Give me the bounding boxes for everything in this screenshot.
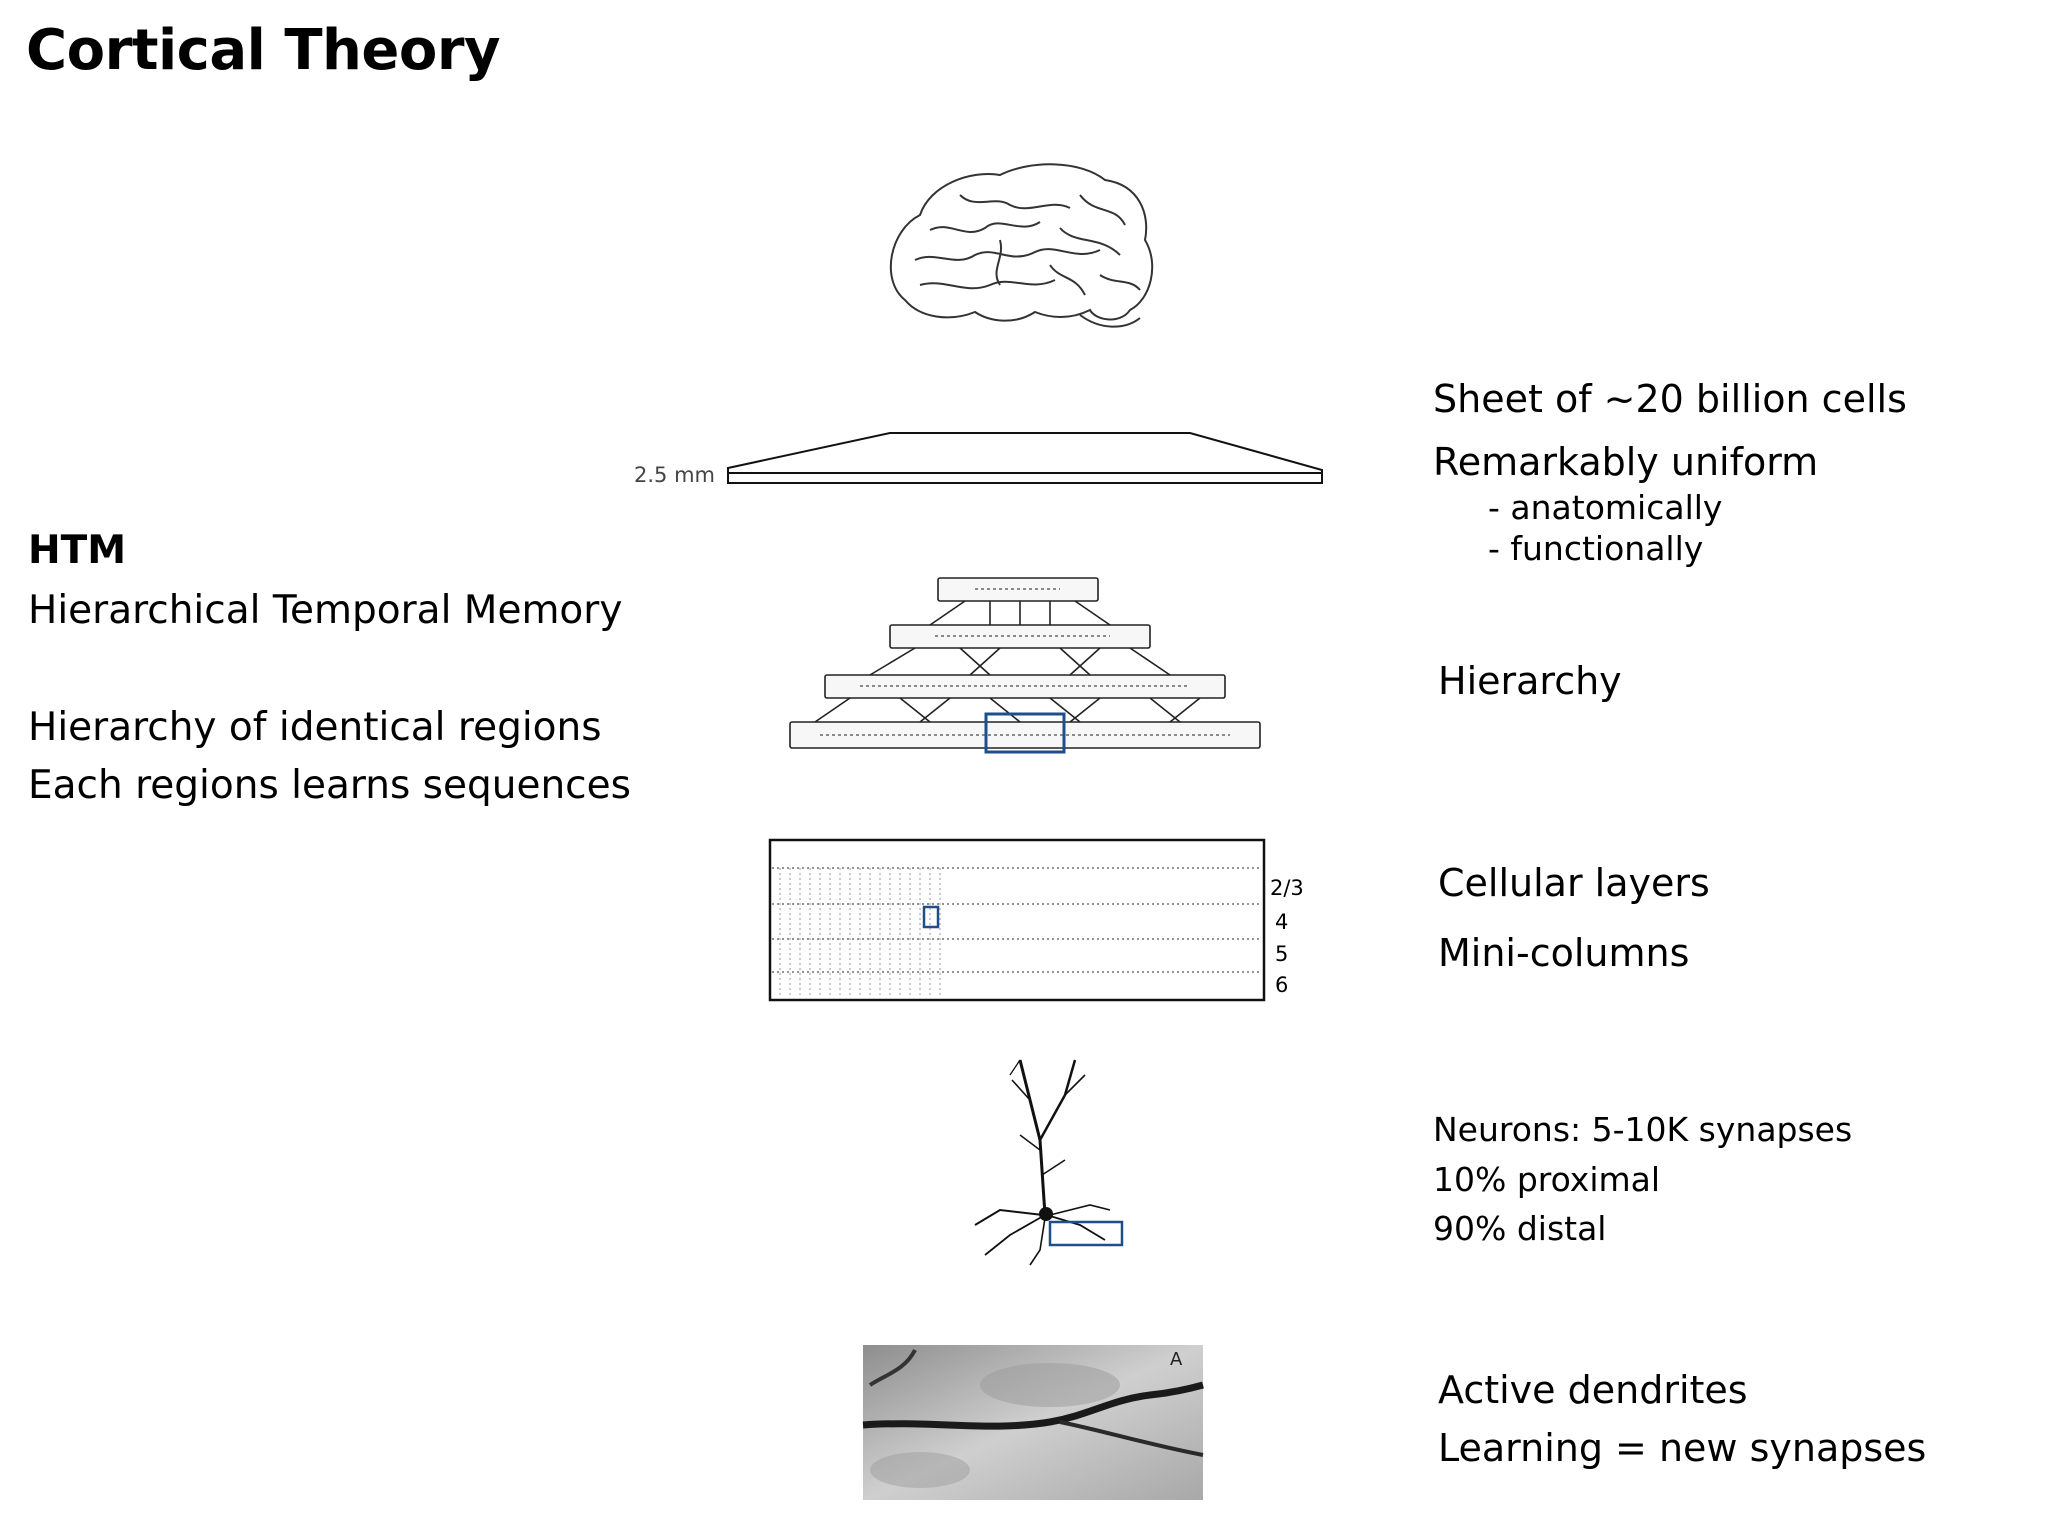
layer-label-6: 6	[1275, 973, 1289, 997]
cellular-layers-caption: Cellular layers	[1438, 861, 1710, 905]
htm-expansion: Hierarchical Temporal Memory	[28, 588, 623, 633]
brain-icon	[889, 163, 1154, 328]
neuron-proximal: 10% proximal	[1433, 1160, 1661, 1199]
hierarchy-highlight-box	[984, 712, 1066, 754]
layer-label-2-3: 2/3	[1270, 876, 1304, 900]
uniform-functionally: - functionally	[1488, 529, 1704, 568]
uniform-anatomically: - anatomically	[1488, 488, 1723, 527]
active-dendrites-caption: Active dendrites	[1438, 1368, 1748, 1412]
left-line-sequences: Each regions learns sequences	[28, 763, 631, 808]
neuron-distal: 90% distal	[1433, 1209, 1607, 1248]
layer-label-4: 4	[1275, 910, 1289, 934]
mini-columns-caption: Mini-columns	[1438, 931, 1690, 975]
sheet-caption: Sheet of ~20 billion cells	[1433, 377, 1907, 421]
htm-heading: HTM	[28, 528, 127, 573]
slide-title: Cortical Theory	[26, 18, 500, 83]
neuron-icon	[974, 1059, 1124, 1266]
photo-corner-mark: A	[1170, 1349, 1183, 1370]
hierarchy-caption: Hierarchy	[1438, 659, 1622, 703]
left-line-hierarchy: Hierarchy of identical regions	[28, 705, 602, 750]
layer-label-5: 5	[1275, 942, 1289, 966]
hierarchy-diagram	[789, 577, 1261, 754]
cortical-layers-diagram	[768, 838, 1266, 1002]
cortex-sheet-icon	[727, 432, 1323, 484]
minicolumn-highlight-box	[922, 905, 940, 929]
dendrite-photo: A	[862, 1345, 1204, 1500]
uniform-caption: Remarkably uniform	[1433, 440, 1819, 484]
neuron-highlight-box	[1048, 1220, 1124, 1247]
neuron-synapses: Neurons: 5-10K synapses	[1433, 1110, 1853, 1149]
sheet-thickness-label: 2.5 mm	[634, 463, 715, 487]
new-synapses-caption: Learning = new synapses	[1438, 1426, 1927, 1470]
